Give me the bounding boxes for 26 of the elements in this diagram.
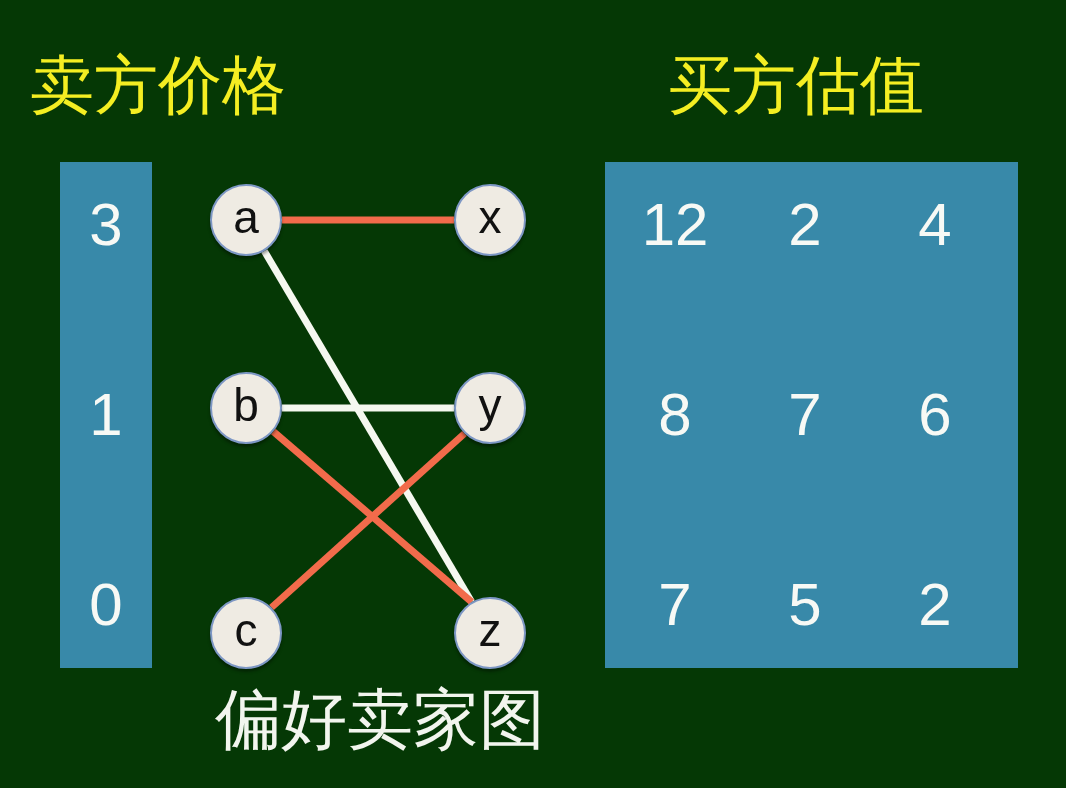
- valuation-value: 7: [788, 380, 822, 450]
- node-circle: c: [210, 597, 282, 669]
- valuation-value: 7: [658, 570, 692, 640]
- price-value: 0: [89, 570, 123, 640]
- valuation-value: 8: [658, 380, 692, 450]
- edge-line: [261, 249, 475, 604]
- valuation-value: 2: [918, 570, 952, 640]
- edge-line: [282, 216, 454, 224]
- node-circle: a: [210, 184, 282, 256]
- column-heading: 卖方价格: [30, 48, 286, 122]
- valuation-value: 6: [918, 380, 952, 450]
- edge-line: [282, 404, 454, 412]
- price-value: 1: [89, 380, 123, 450]
- price-value: 3: [89, 190, 123, 260]
- graph-caption: 偏好卖家图: [215, 682, 545, 758]
- valuation-value: 2: [788, 190, 822, 260]
- valuation-table: [605, 162, 1018, 668]
- valuation-value: 4: [918, 190, 952, 260]
- node-circle: b: [210, 372, 282, 444]
- price-band: [60, 162, 152, 668]
- valuation-value: 12: [641, 190, 709, 260]
- node-circle: y: [454, 372, 526, 444]
- column-heading: 买方估值: [668, 48, 924, 122]
- node-circle: x: [454, 184, 526, 256]
- valuation-value: 5: [788, 570, 822, 640]
- node-circle: z: [454, 597, 526, 669]
